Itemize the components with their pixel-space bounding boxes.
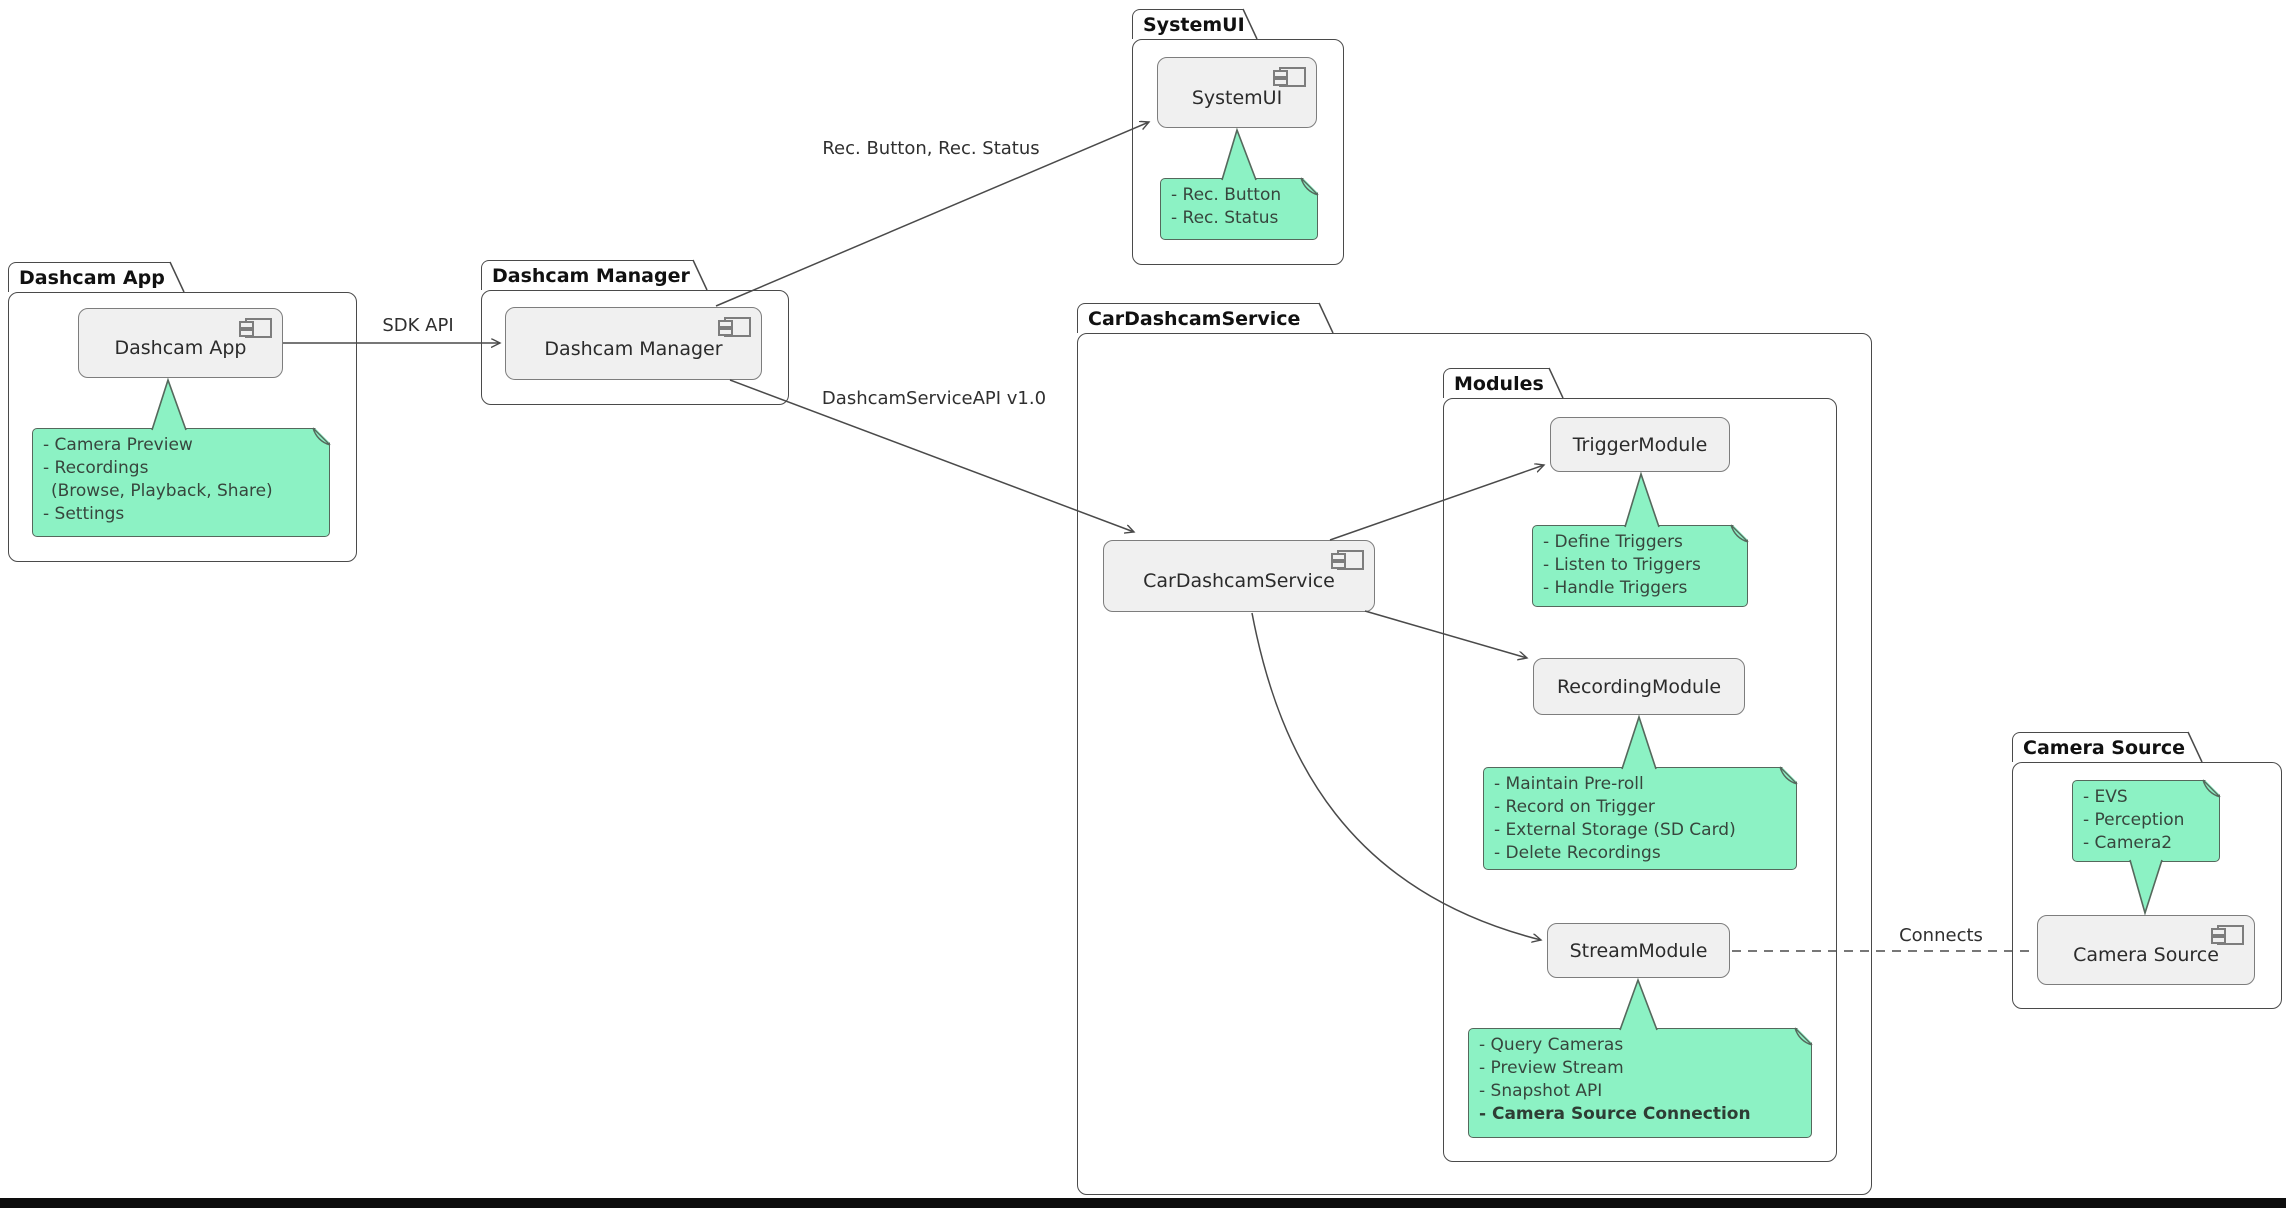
component-label: Dashcam Manager (544, 337, 723, 360)
component-label: TriggerModule (1572, 433, 1708, 456)
component-label: Dashcam App (114, 337, 247, 359)
package-car-dashcam-service (1077, 333, 1872, 1195)
note-line: - Rec. Button (1171, 185, 1282, 205)
note-line: - Query Cameras (1479, 1035, 1624, 1055)
package-dashcam-app (8, 292, 357, 562)
package-tab-dashcam-app: Dashcam App (8, 262, 170, 292)
note-recording-module: - Maintain Pre-roll - Record on Trigger … (1483, 767, 1797, 870)
component-stream-module: StreamModule (1547, 923, 1730, 978)
component-label: SystemUI (1191, 86, 1283, 109)
component-camera-source: Camera Source (2037, 915, 2255, 985)
component-label: StreamModule (1569, 939, 1708, 962)
bottom-border-bar (0, 1198, 2286, 1208)
note-camera-source: - EVS - Perception - Camera2 (2072, 780, 2220, 862)
package-tab-modules: Modules (1443, 368, 1549, 398)
note-line: - EVS (2083, 787, 2128, 807)
package-tab-car-dashcam-service: CarDashcamService (1077, 303, 1319, 333)
package-camera-source (2012, 762, 2282, 1009)
component-icon (1273, 67, 1306, 87)
note-line: - Record on Trigger (1494, 797, 1655, 817)
note-line: (Browse, Playback, Share) (51, 481, 273, 501)
component-car-dashcam-service: CarDashcamService (1103, 540, 1375, 612)
note-line: - Listen to Triggers (1543, 555, 1701, 575)
component-dashcam-manager: Dashcam Manager (505, 307, 762, 380)
note-line: - Recordings (43, 458, 149, 478)
note-line: - Camera2 (2083, 833, 2173, 853)
edge-label-connects: Connects (1899, 925, 1983, 946)
note-line: - External Storage (SD Card) (1494, 820, 1736, 840)
note-line: - Camera Preview (43, 435, 193, 455)
component-dashcam-app: Dashcam App (78, 308, 283, 378)
note-systemui: - Rec. Button - Rec. Status (1160, 178, 1318, 240)
tab-diagonal (692, 259, 708, 291)
package-title-systemui: SystemUI (1143, 13, 1245, 36)
tab-diagonal (2187, 731, 2203, 763)
edge-label-sdk-api: SDK API (382, 315, 454, 336)
component-label: Camera Source (2073, 944, 2219, 966)
component-systemui: SystemUI (1157, 57, 1317, 128)
component-recording-module: RecordingModule (1533, 658, 1745, 715)
package-title-modules: Modules (1454, 372, 1544, 395)
note-line: - Delete Recordings (1494, 843, 1661, 863)
package-title-dashcam-app: Dashcam App (19, 266, 165, 289)
package-tab-dashcam-manager: Dashcam Manager (481, 260, 693, 290)
note-line: - Perception (2083, 810, 2185, 830)
component-label: CarDashcamService (1143, 570, 1335, 592)
component-icon (1331, 550, 1364, 570)
note-line: - Snapshot API (1479, 1081, 1603, 1101)
note-line: - Handle Triggers (1543, 578, 1688, 598)
component-icon (718, 317, 751, 337)
edge-label-dashcam-service-api: DashcamServiceAPI v1.0 (821, 388, 1047, 409)
package-title-camera-source: Camera Source (2023, 736, 2186, 759)
package-title-dashcam-manager: Dashcam Manager (492, 264, 690, 287)
note-line: - Preview Stream (1479, 1058, 1624, 1078)
component-icon (239, 318, 272, 338)
note-line: - Camera Source Connection (1479, 1104, 1751, 1124)
package-tab-systemui: SystemUI (1132, 9, 1245, 39)
component-icon (2211, 925, 2244, 945)
note-dashcam-app: - Camera Preview - Recordings (Browse, P… (32, 428, 330, 537)
note-line: - Rec. Status (1171, 208, 1279, 228)
component-trigger-module: TriggerModule (1550, 417, 1730, 472)
note-line: - Settings (43, 504, 125, 524)
note-line: - Maintain Pre-roll (1494, 774, 1644, 794)
package-dashcam-manager (481, 290, 789, 405)
tab-diagonal (1318, 302, 1334, 334)
edge-label-rec-button-status: Rec. Button, Rec. Status (822, 138, 1040, 159)
note-stream-module: - Query Cameras - Preview Stream - Snaps… (1468, 1028, 1812, 1138)
component-label: RecordingModule (1556, 675, 1722, 698)
package-tab-camera-source: Camera Source (2012, 732, 2188, 762)
tab-diagonal (1242, 8, 1258, 40)
tab-diagonal (169, 261, 185, 293)
package-title-car-dashcam-service: CarDashcamService (1088, 307, 1301, 330)
note-line: - Define Triggers (1543, 532, 1683, 552)
note-trigger-module: - Define Triggers - Listen to Triggers -… (1532, 525, 1748, 607)
